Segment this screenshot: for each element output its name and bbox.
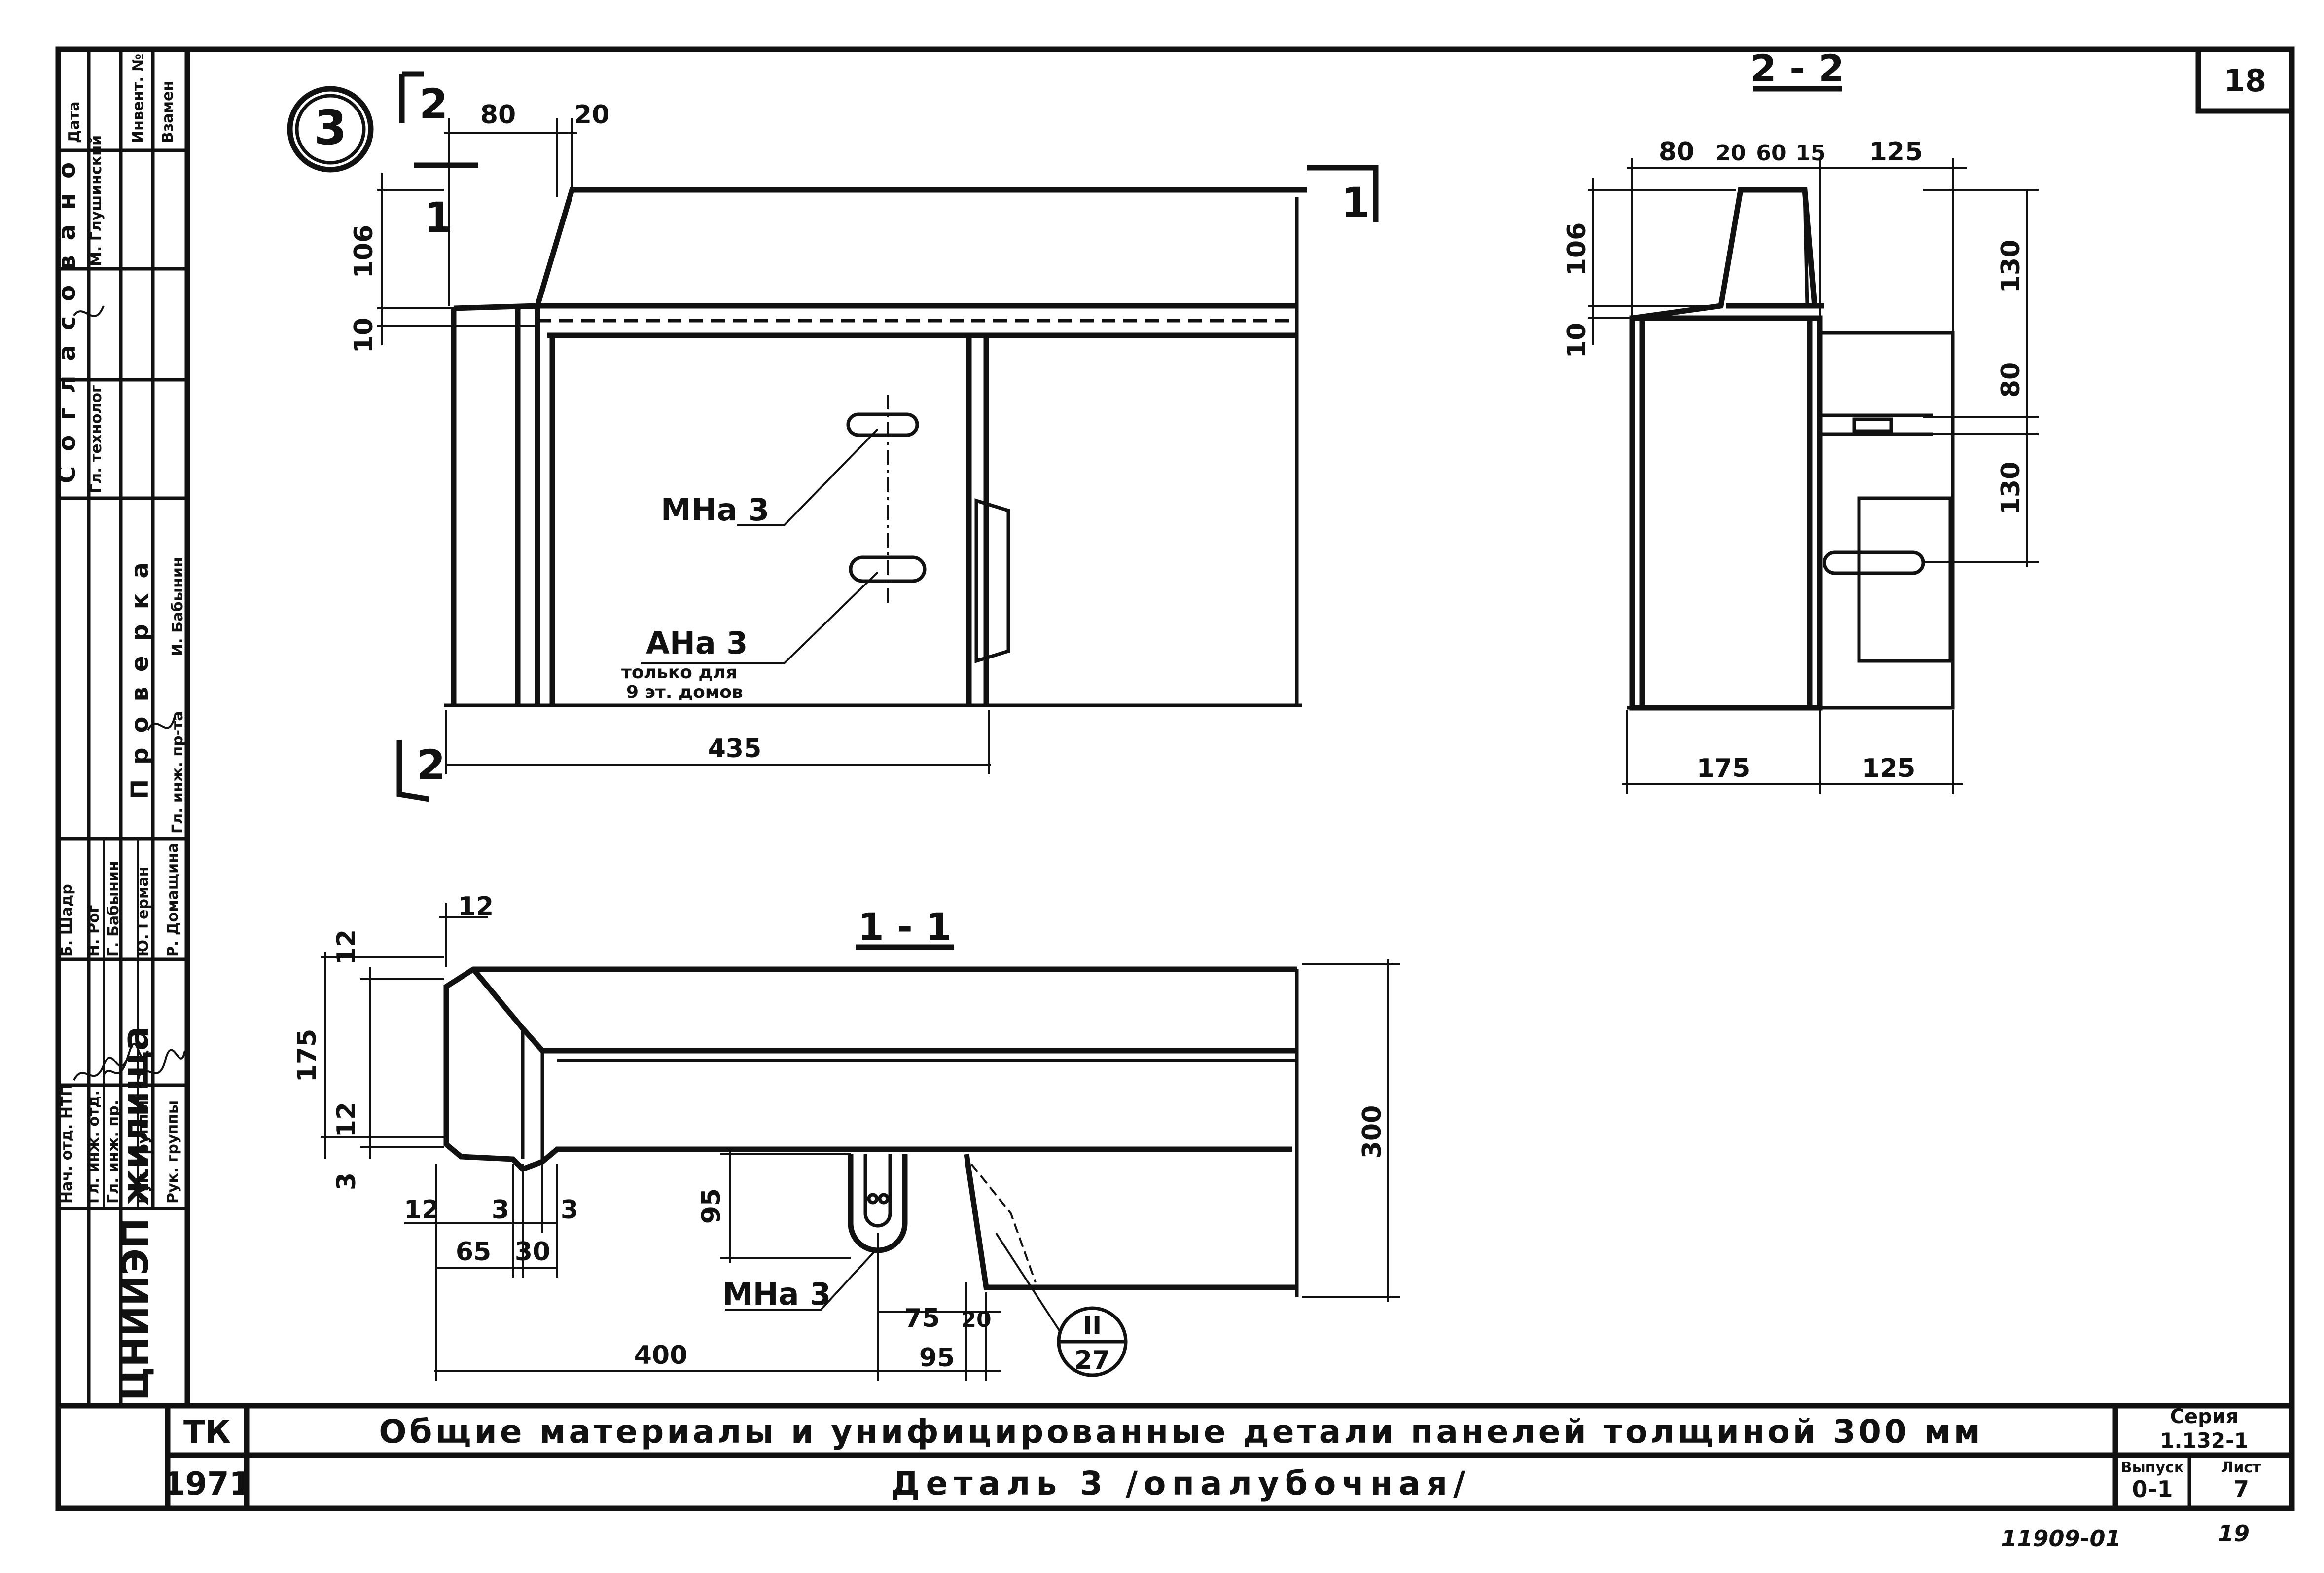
dim-s22-80-b: 80 — [1996, 362, 2026, 398]
stamp-name-2: Н. Рог — [85, 905, 103, 957]
dim-s22-10: 10 — [1562, 323, 1592, 358]
dim-elev-106: 106 — [349, 225, 379, 279]
stamp-role-1: Нач. отд. НТП — [58, 1084, 75, 1204]
dim-s11-400: 400 — [634, 1341, 688, 1370]
stamp-role-4: Рук. группы — [135, 1100, 152, 1204]
callout-ref-top: II — [1083, 1311, 1102, 1341]
approval-stamp — [58, 49, 187, 1406]
dim-s11-12-b2: 12 — [404, 1195, 439, 1225]
footer-page: 19 — [2218, 1520, 2250, 1547]
stamp-role-5: Рук. группы — [164, 1100, 181, 1204]
section-2-2-title: 2 - 2 — [1751, 46, 1844, 90]
stamp-name-4: Ю. Герман — [135, 867, 152, 957]
dim-s22-60: 60 — [1756, 141, 1786, 166]
sheet-frame — [55, 46, 2295, 1511]
series-value: 1.132-1 — [2160, 1428, 2249, 1453]
dim-s11-300: 300 — [1358, 1105, 1387, 1159]
cut-2-top: 2 — [419, 80, 448, 128]
dim-s11-3-b: 3 — [561, 1195, 578, 1225]
stamp-col-date: Дата — [66, 101, 83, 143]
dim-s22-125-top: 125 — [1869, 137, 1923, 167]
sheet-label: Лист — [2221, 1459, 2261, 1476]
detail-number: 3 — [314, 100, 347, 155]
dim-s11-12-a: 12 — [332, 929, 361, 965]
title-code: ТК — [183, 1414, 231, 1451]
callout-ref-bottom: 27 — [1074, 1346, 1110, 1375]
label-ana3: АНа 3 — [646, 625, 748, 661]
section-1-1 — [321, 903, 1400, 1381]
dim-s11-175: 175 — [292, 1029, 322, 1083]
signatures — [73, 305, 186, 1081]
footer-number: 11909-01 — [2001, 1525, 2121, 1552]
label-mna3-section: МНа 3 — [722, 1276, 831, 1312]
checker-role: Гл. инж. пр-та — [169, 711, 186, 834]
section-2-2 — [1588, 86, 2039, 794]
dim-elev-435: 435 — [708, 734, 762, 764]
sheet-number: 18 — [2224, 63, 2266, 99]
dim-s11-3-a: 3 — [492, 1195, 509, 1225]
organization-name: ЦНИИЭП жилища — [114, 1026, 157, 1401]
stamp-name-3: Г. Бабынин — [105, 861, 122, 957]
dim-s11-30: 30 — [515, 1237, 550, 1267]
label-mna3-elev: МНа 3 — [661, 492, 769, 528]
stamp-col-inv: Инвент. № — [130, 54, 147, 143]
dim-s11-95-v: 95 — [697, 1188, 726, 1224]
dim-s11-75: 75 — [904, 1304, 940, 1333]
dim-elev-80: 80 — [480, 100, 516, 130]
dim-s11-95-h: 95 — [919, 1343, 955, 1373]
sheet-value: 7 — [2233, 1476, 2249, 1502]
dim-s22-130-a: 130 — [1996, 240, 2026, 293]
issue-value: 0-1 — [2132, 1476, 2173, 1502]
checked-header: Проверка — [126, 548, 154, 799]
dim-elev-20: 20 — [574, 100, 609, 130]
detail-marker — [287, 86, 374, 173]
dim-s11-3-left: 3 — [332, 1172, 361, 1190]
approved-header: Согласовано — [53, 147, 81, 483]
elevation-view — [377, 71, 1379, 802]
title-main: Общие материалы и унифицированные детали… — [379, 1413, 1983, 1451]
dim-s22-80: 80 — [1659, 137, 1694, 167]
approver-role: Гл. технолог — [88, 385, 105, 493]
label-note-1: только для — [621, 662, 737, 683]
dim-s11-12-top: 12 — [458, 892, 494, 921]
title-sub: Деталь 3 /опалубочная/ — [891, 1464, 1471, 1502]
stamp-role-2: Гл. инж. отд. — [85, 1090, 103, 1204]
dim-s11-12-b: 12 — [332, 1102, 361, 1137]
dim-s11-20: 20 — [961, 1307, 991, 1332]
cut-1-right: 1 — [1341, 179, 1370, 227]
series-label: Серия — [2170, 1405, 2239, 1428]
dim-s22-106: 106 — [1562, 222, 1592, 276]
dim-s22-175: 175 — [1697, 754, 1751, 783]
cut-1-left: 1 — [424, 193, 453, 242]
stamp-name-5: Р. Домащина — [164, 843, 181, 957]
dim-s11-65: 65 — [456, 1237, 491, 1267]
section-1-1-title: 1 - 1 — [858, 905, 952, 949]
dim-s22-15: 15 — [1795, 141, 1825, 166]
stamp-col-replace: Взамен — [159, 81, 177, 143]
cut-2-bottom: 2 — [417, 741, 445, 789]
title-year: 1971 — [163, 1466, 251, 1502]
checker-name: И. Бабынин — [169, 557, 186, 656]
approver-name: М. Глушинский — [88, 135, 105, 266]
issue-label: Выпуск — [2121, 1459, 2184, 1476]
stamp-name-1: Б. Шадр — [58, 884, 75, 957]
dim-elev-10: 10 — [349, 318, 379, 353]
dim-s22-130-b: 130 — [1996, 462, 2026, 515]
label-note-2: 9 эт. домов — [626, 682, 743, 702]
dim-s22-20: 20 — [1716, 141, 1746, 166]
stamp-role-3: Гл. инж. пр. — [105, 1100, 122, 1204]
dim-s22-125-bottom: 125 — [1862, 754, 1916, 783]
